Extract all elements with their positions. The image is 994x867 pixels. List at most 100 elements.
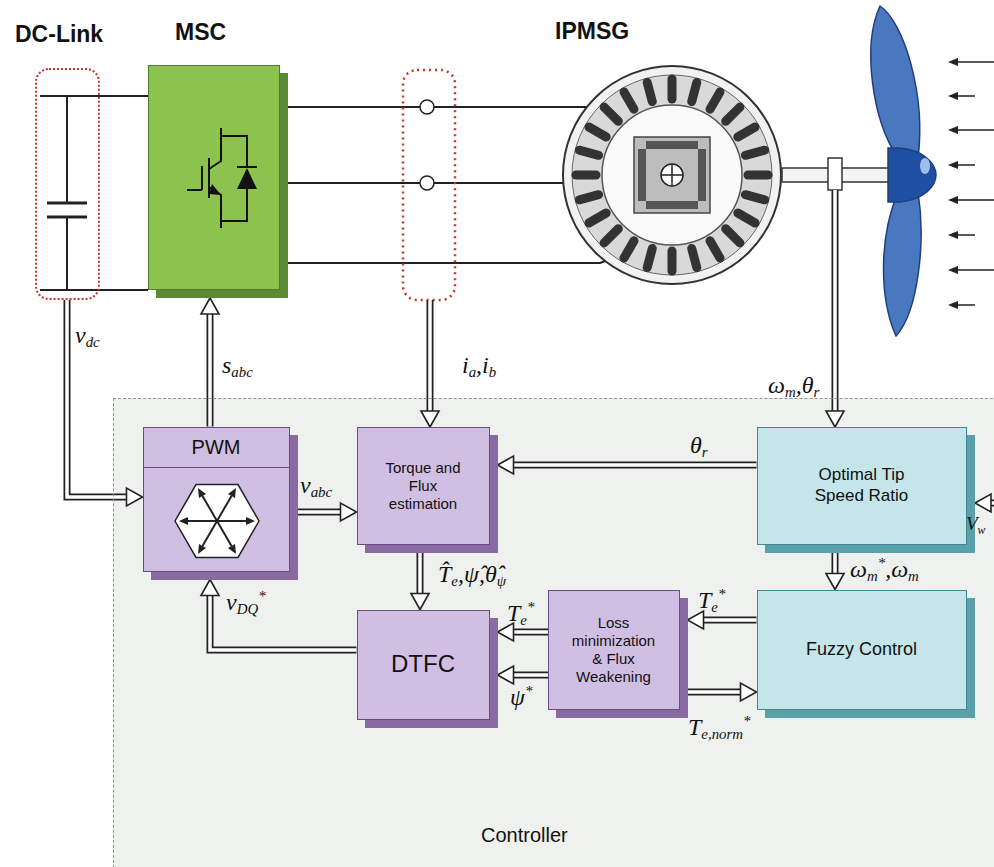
- superscript: *: [878, 555, 885, 571]
- drawing-path: [208, 312, 212, 427]
- drawing-rect: [828, 158, 842, 190]
- drawing-polygon: [948, 266, 958, 274]
- drawing-polygon: [228, 488, 236, 498]
- drawing-polygon: [498, 666, 514, 684]
- drawing-polygon: [948, 301, 958, 309]
- drawing-polyline: [209, 128, 221, 169]
- signal-label: Te,norm*: [688, 713, 751, 743]
- drawing-line: [624, 241, 634, 258]
- drawing-path: [418, 553, 422, 596]
- drawing-line: [604, 107, 618, 121]
- converter-box: MSC: [148, 65, 280, 290]
- drawing-line: [647, 82, 652, 101]
- drawing-rect: [646, 201, 698, 209]
- drawing-line: [738, 213, 755, 223]
- current-sensor: [403, 70, 455, 300]
- drawing-path: [888, 148, 936, 202]
- drawing-line: [692, 248, 697, 267]
- drawing-line: [237, 166, 257, 168]
- drawing-polygon: [179, 517, 188, 525]
- signal-connector: [67, 300, 143, 506]
- drawing-line: [202, 495, 217, 520]
- drawing-rect: [634, 137, 710, 213]
- drawing-path: [417, 553, 424, 596]
- drawing-rect: [646, 141, 698, 149]
- drawing-polyline: [280, 255, 622, 263]
- drawing-g: [187, 128, 257, 228]
- signal-connector: [201, 298, 219, 427]
- drawing-line: [661, 174, 683, 176]
- subscript: m: [867, 568, 878, 584]
- drawing-path: [298, 510, 343, 514]
- block-label: Loss minimization & Flux Weakening: [566, 614, 662, 686]
- drawing-line: [589, 127, 606, 137]
- drawing-polygon: [948, 58, 958, 66]
- drawing-line: [726, 107, 740, 121]
- dc-wires: [40, 96, 148, 290]
- drawing-line: [579, 150, 598, 155]
- superscript: *: [743, 713, 750, 729]
- drawing-path: [832, 553, 839, 576]
- wind-arrows: [948, 58, 994, 309]
- drawing-line: [47, 216, 87, 219]
- subscript: r: [702, 444, 708, 460]
- drawing-line: [217, 520, 246, 522]
- sensor-ring: [420, 176, 434, 190]
- drawing-polygon: [198, 544, 206, 554]
- drawing-rect: [698, 149, 706, 201]
- drawing-polygon: [826, 411, 844, 427]
- drawing-path: [512, 462, 757, 469]
- subscript: b: [489, 364, 496, 380]
- signal-connector: [298, 503, 357, 521]
- process-box: DTFC: [357, 610, 490, 720]
- drawing-path: [298, 509, 343, 516]
- block-label: PWM: [192, 435, 241, 459]
- controller-ground: [113, 398, 994, 867]
- converter-box-art: [149, 66, 281, 291]
- generator-circle: IPMSG: [562, 65, 782, 285]
- drawing-polygon: [201, 580, 219, 596]
- wind-speed-arrow: [975, 494, 994, 512]
- drawing-line: [956, 129, 994, 131]
- drawing-polygon: [826, 574, 844, 590]
- drawing-line: [47, 202, 87, 205]
- drawing-line: [66, 217, 68, 290]
- process-box: Optimal Tip Speed Ratio: [757, 427, 967, 545]
- drawing-line: [738, 127, 755, 137]
- subscript: e,norm: [701, 726, 743, 742]
- subscript: abc: [311, 484, 332, 500]
- drawing-line: [956, 164, 975, 166]
- drawing-polygon: [201, 298, 219, 314]
- drawing-line: [745, 195, 764, 200]
- drawing-path: [428, 300, 432, 413]
- drawing-line: [647, 248, 652, 267]
- current-feedback-arrow: [421, 300, 439, 427]
- shaft: [782, 158, 890, 190]
- drawing-path: [702, 617, 757, 624]
- drawing-polygon: [237, 168, 257, 189]
- drawing-line: [692, 82, 697, 101]
- signal-connector: [688, 611, 757, 629]
- signal-label: vabc: [300, 472, 332, 501]
- drawing-line: [188, 520, 217, 522]
- subscript: abc: [231, 364, 252, 380]
- drawing-line: [726, 229, 740, 243]
- drawing-ellipse: [920, 158, 930, 174]
- drawing-line: [187, 189, 202, 191]
- drawing-polygon: [411, 594, 429, 610]
- drawing-line: [668, 251, 677, 271]
- superscript: *: [718, 586, 725, 602]
- drawing-polygon: [948, 161, 958, 169]
- subscript: w: [978, 524, 986, 537]
- subscript: dc: [86, 334, 100, 350]
- signal-label: T̂e,ψ̂,θ̂ψ: [438, 561, 506, 590]
- drawing-rect: [638, 149, 646, 201]
- signal-label: ωm,θr: [768, 372, 819, 401]
- subscript: e: [711, 599, 718, 615]
- signal-label: ωm*,ωm: [850, 555, 919, 585]
- drawing-polygon: [198, 488, 206, 498]
- drawing-polygon: [246, 517, 255, 525]
- signal-connector: [826, 553, 844, 590]
- drawing-line: [956, 234, 975, 236]
- block-heading: MSC: [175, 20, 226, 45]
